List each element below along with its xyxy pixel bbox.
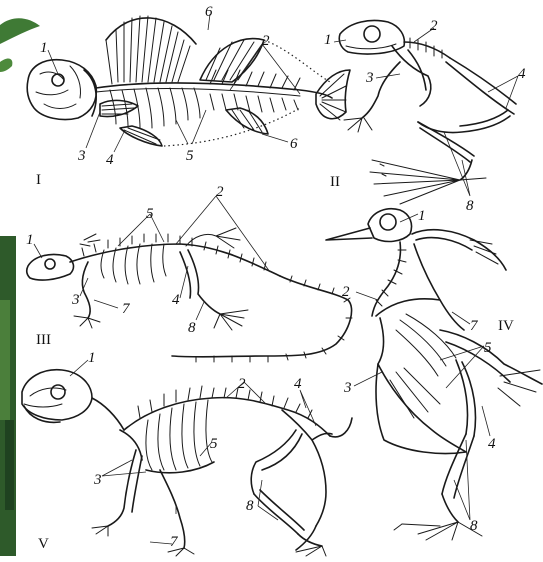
mammal-labels: 1 2 3 4 5 7 8 V — [38, 350, 316, 552]
mammal-label-8: 8 — [246, 498, 254, 514]
lizard-label-4: 4 — [172, 292, 180, 308]
lizard-label-7: 7 — [122, 301, 131, 317]
fish-labels: 1 2 3 4 5 6 6 I — [36, 4, 300, 188]
lizard-label-5: 5 — [146, 206, 154, 222]
lizard-label-3: 3 — [71, 292, 80, 308]
bird-labels: 1 2 3 4 5 7 8 IV — [342, 208, 514, 534]
lizard-label-2: 2 — [216, 184, 224, 200]
bird-label-1: 1 — [418, 208, 426, 224]
fish-label-2: 2 — [262, 33, 270, 49]
frog-skeleton — [339, 21, 516, 205]
mammal-label-5: 5 — [210, 436, 218, 452]
fish-label-1: 1 — [40, 40, 48, 56]
frog-label-2: 2 — [430, 18, 438, 34]
bird-label-3: 3 — [343, 380, 352, 396]
fish-label-5: 5 — [186, 148, 194, 164]
panel-label-I: I — [36, 172, 41, 188]
panel-label-III: III — [36, 332, 51, 348]
bird-label-8: 8 — [470, 518, 478, 534]
fish-label-4: 4 — [106, 152, 114, 168]
bird-label-2: 2 — [342, 284, 350, 300]
lizard-label-8: 8 — [188, 320, 196, 336]
fish-label-6-top: 6 — [205, 4, 213, 20]
panel-label-V: V — [38, 536, 49, 552]
lizard-labels: 1 2 3 4 5 7 8 III — [26, 184, 270, 348]
fish-skeleton — [27, 16, 350, 146]
bird-label-4: 4 — [488, 436, 496, 452]
panel-label-IV: IV — [498, 318, 514, 334]
bird-label-5: 5 — [484, 340, 492, 356]
fish-label-3: 3 — [77, 148, 86, 164]
frog-label-3: 3 — [365, 70, 374, 86]
bird-label-7: 7 — [470, 318, 479, 334]
frog-label-1: 1 — [324, 32, 332, 48]
mammal-label-3: 3 — [93, 472, 102, 488]
foliage-background — [0, 18, 40, 556]
bird-skeleton — [326, 209, 542, 540]
mammal-label-1: 1 — [88, 350, 96, 366]
mammal-label-2: 2 — [238, 376, 246, 392]
mammal-label-4: 4 — [294, 376, 302, 392]
fish-label-6-bottom: 6 — [290, 136, 298, 152]
frog-label-8: 8 — [466, 198, 474, 214]
frog-label-4: 4 — [518, 66, 526, 82]
panel-label-II: II — [330, 174, 340, 190]
lizard-label-1: 1 — [26, 232, 34, 248]
mammal-label-7: 7 — [170, 534, 179, 550]
